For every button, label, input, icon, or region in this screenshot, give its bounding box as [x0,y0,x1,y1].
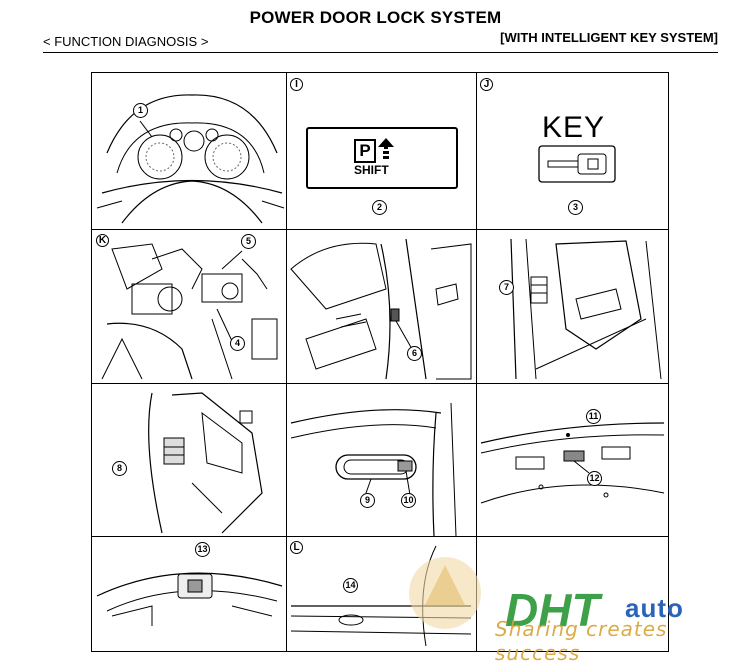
callout-11: 11 [586,409,601,424]
shift-display: P SHIFT [306,127,458,189]
page-title: POWER DOOR LOCK SYSTEM [249,8,502,27]
p-indicator: P [354,139,376,163]
up-arrow-icon [378,138,394,159]
grid-divider [286,73,287,651]
callout-12: 12 [587,471,602,486]
watermark-tagline: Sharing creates success [495,617,668,665]
callout-9: 9 [360,493,375,508]
callout-7: 7 [499,280,514,295]
watermark: DHT auto Sharing creates success [395,545,751,665]
panel-label-l: L [290,541,303,554]
callout-13: 13 [195,542,210,557]
callout-10: 10 [401,493,416,508]
panel-label-k: K [96,234,109,247]
grid-divider [92,536,668,537]
section-label: < FUNCTION DIAGNOSIS > [43,34,209,49]
watermark-brand: DHT [505,584,600,636]
illustration-grid: 1 I P SHIFT 2 J KEY 3 K [91,72,669,652]
callout-4: 4 [230,336,245,351]
callout-5: 5 [241,234,256,249]
grid-divider [476,73,477,651]
callout-14: 14 [343,578,358,593]
key-warning-panel: J KEY 3 [476,73,668,229]
callout-3: 3 [568,200,583,215]
callout-2: 2 [372,200,387,215]
callout-1: 1 [133,103,148,118]
outside-handle-illustration: 9 10 [286,383,476,536]
door-switch-illustration: 6 [286,229,476,383]
door-pillar-illustration: 7 [476,229,668,383]
combination-meter-illustration: 1 [92,73,286,229]
key-icon [538,145,616,183]
header-rule [43,52,718,53]
grid-divider [92,229,668,230]
panel-label-i: I [290,78,303,91]
watermark-logo-icon [409,557,481,629]
shift-text: SHIFT [354,163,389,177]
callout-6: 6 [407,346,422,361]
rear-door-illustration: 8 [92,383,286,536]
trunk-inner-illustration: 13 [92,536,286,653]
panel-label-j: J [480,78,493,91]
shift-indicator-panel: I P SHIFT 2 [286,73,476,229]
trunk-lid-illustration: 11 12 [476,383,668,536]
callout-8: 8 [112,461,127,476]
watermark-suffix: auto [625,593,684,623]
grid-divider [92,383,668,384]
steering-column-illustration: K 5 4 [92,229,286,383]
key-text: KEY [542,111,606,144]
variant-label: [WITH INTELLIGENT KEY SYSTEM] [500,30,718,45]
